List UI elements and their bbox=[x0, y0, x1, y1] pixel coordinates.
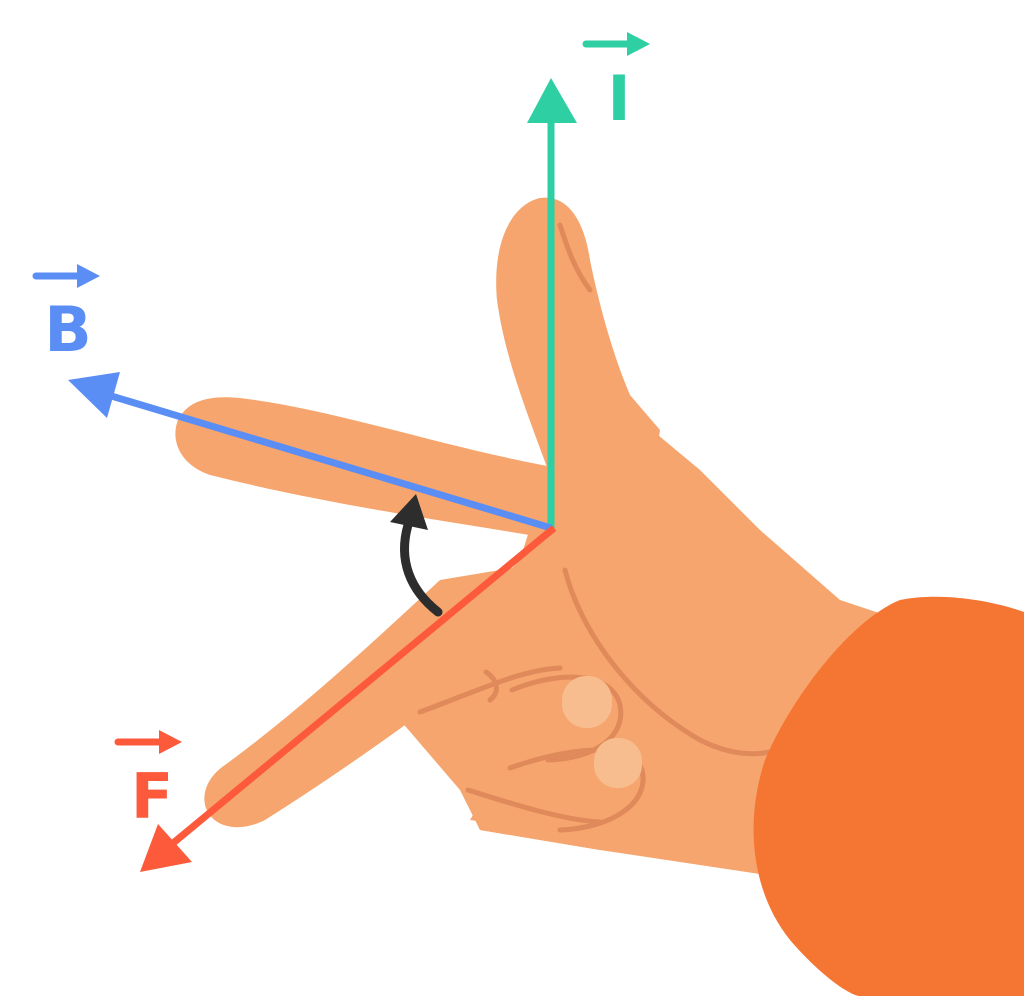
curved-arrow-head bbox=[390, 494, 428, 530]
current-label-vector-arrowhead bbox=[627, 32, 650, 56]
force-label-text: F bbox=[131, 760, 173, 833]
current-vector bbox=[527, 78, 577, 528]
field-vector-arrowhead bbox=[68, 372, 120, 418]
middle-finger-shape bbox=[204, 560, 560, 828]
hand-crease-lines bbox=[417, 222, 793, 833]
force-label: F bbox=[114, 730, 182, 833]
force-vector-arrowhead bbox=[140, 824, 192, 872]
fingernail-lower bbox=[594, 738, 642, 788]
knuckle-crease bbox=[483, 669, 499, 703]
field-vector bbox=[68, 372, 553, 532]
palm-crease bbox=[562, 567, 793, 757]
curved-arrow-icon bbox=[390, 494, 443, 617]
curled-finger-crease-2 bbox=[507, 747, 646, 833]
curved-arrow-body bbox=[400, 520, 443, 617]
thumb-shape bbox=[496, 197, 660, 560]
force-vector bbox=[140, 525, 557, 872]
current-vector-arrowhead bbox=[527, 78, 577, 123]
force-label-vector-arrowhead bbox=[159, 730, 182, 754]
field-label-vector-arrowhead bbox=[77, 264, 100, 288]
thumb-nail-crease bbox=[557, 222, 593, 293]
field-vector-shaft bbox=[106, 391, 553, 532]
current-label-text: I bbox=[607, 62, 630, 135]
force-vector-shaft bbox=[169, 525, 557, 847]
fingernail-upper bbox=[562, 676, 612, 728]
field-label-text: B bbox=[44, 293, 91, 366]
current-label: I bbox=[582, 32, 650, 135]
field-label: B bbox=[32, 264, 100, 366]
sleeve-shape bbox=[753, 596, 1024, 996]
curled-finger-crease-3 bbox=[465, 787, 603, 825]
